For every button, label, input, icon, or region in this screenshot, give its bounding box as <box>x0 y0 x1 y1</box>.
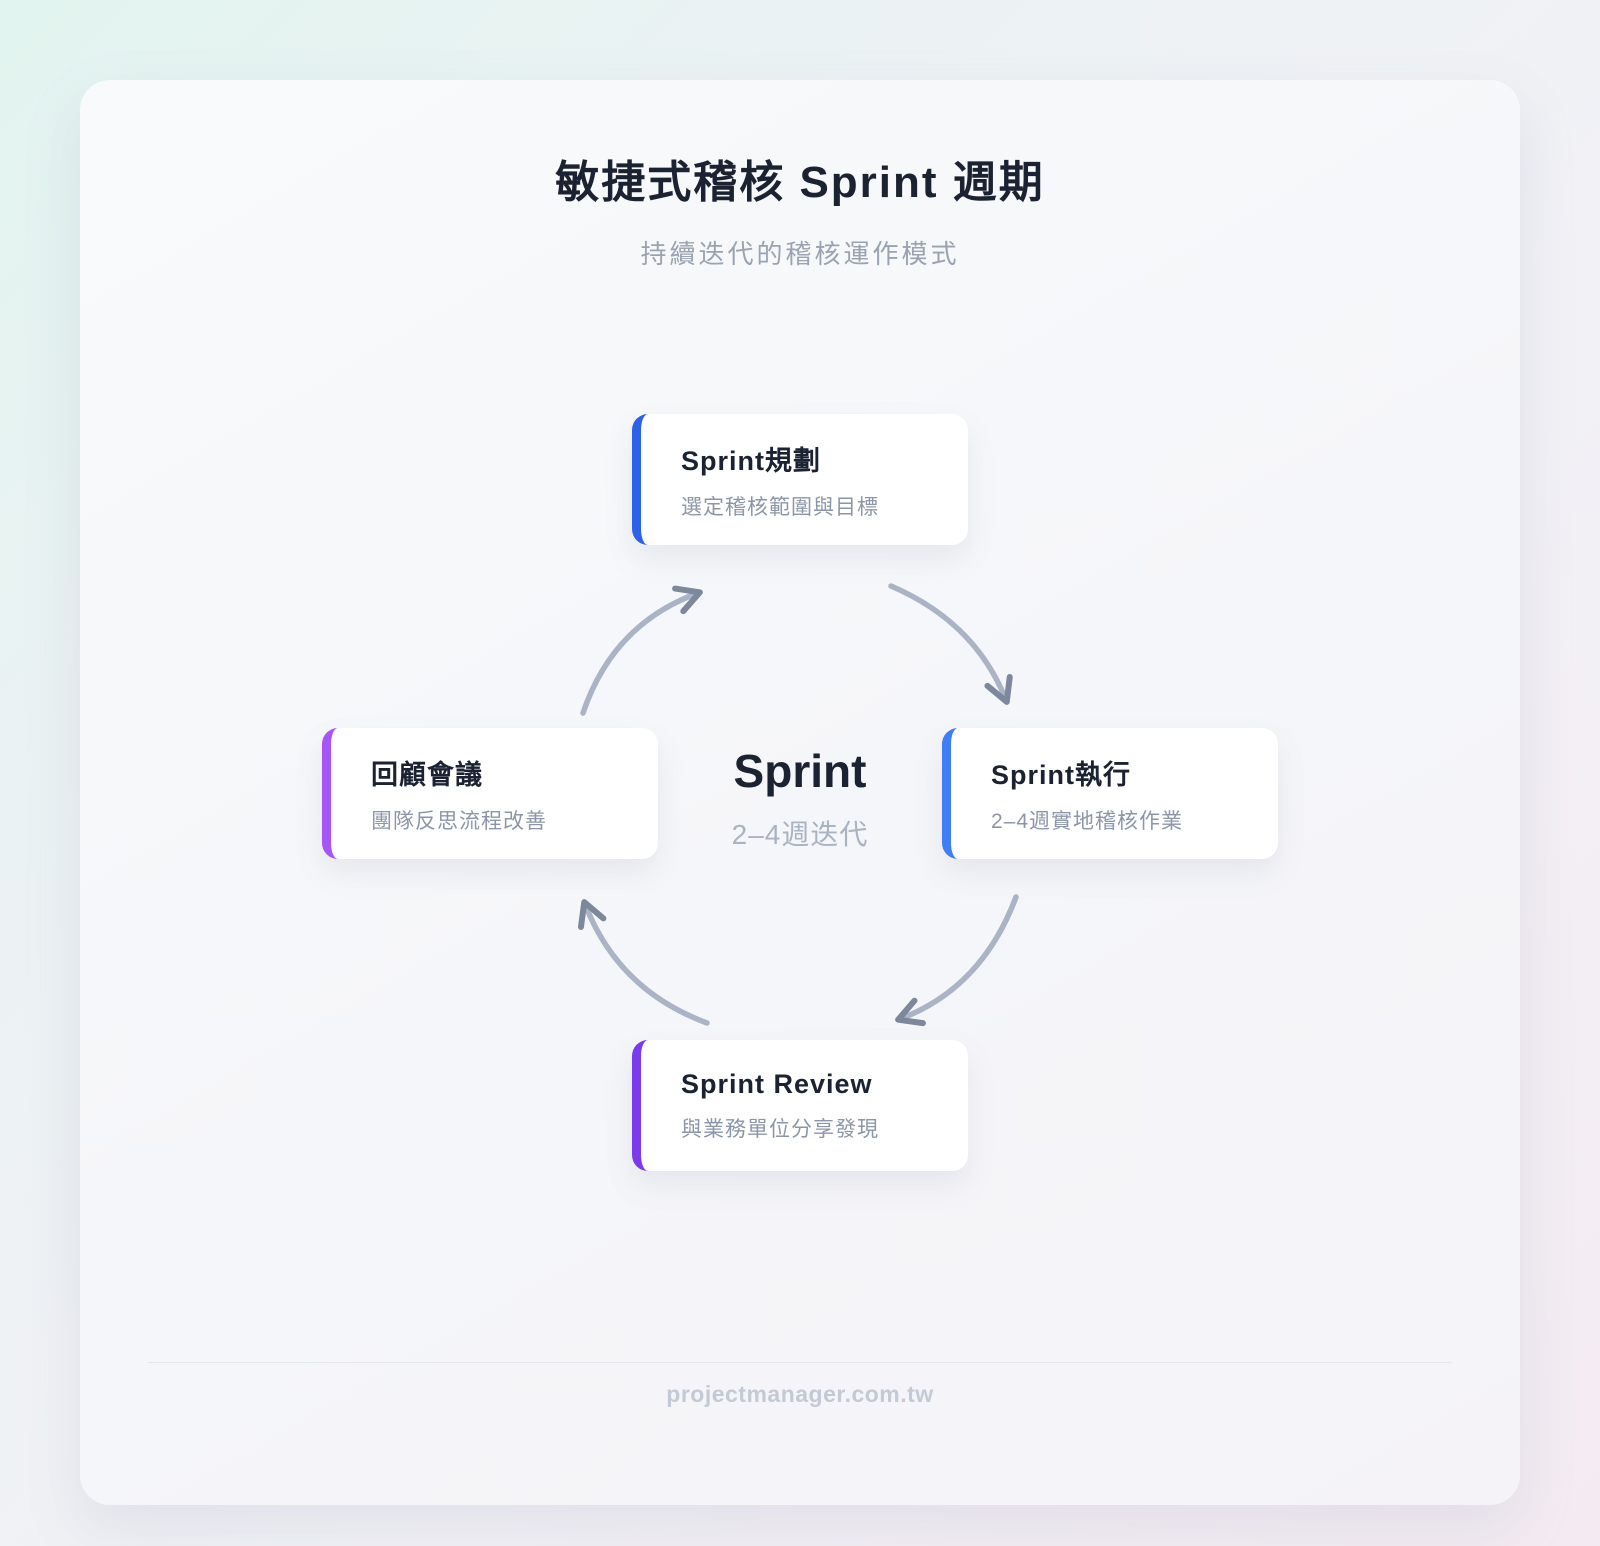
step-card-retrospective: 回顧會議 團隊反思流程改善 <box>322 728 658 859</box>
step-title: Sprint執行 <box>991 759 1131 790</box>
step-description: 2–4週實地稽核作業 <box>991 809 1184 833</box>
footer-divider <box>148 1362 1452 1363</box>
step-card-sprint-execution: Sprint執行 2–4週實地稽核作業 <box>942 728 1278 859</box>
step-description: 選定稽核範圍與目標 <box>681 495 879 519</box>
page-title: 敏捷式稽核 Sprint 週期 <box>555 158 1045 207</box>
step-title: Sprint規劃 <box>681 445 821 476</box>
step-card-sprint-review: Sprint Review 與業務單位分享發現 <box>632 1040 968 1171</box>
page-subtitle: 持續迭代的稽核運作模式 <box>640 239 960 269</box>
header: 敏捷式稽核 Sprint 週期 持續迭代的稽核運作模式 <box>0 146 1600 271</box>
step-title: Sprint Review <box>681 1068 873 1099</box>
step-description: 團隊反思流程改善 <box>371 809 547 833</box>
cycle-center-label: Sprint 2–4週迭代 <box>632 744 968 853</box>
cycle-center-title: Sprint <box>733 745 867 797</box>
main-panel <box>80 80 1520 1505</box>
step-title: 回顧會議 <box>371 759 483 790</box>
cycle-center-subtitle: 2–4週迭代 <box>731 819 869 850</box>
step-card-sprint-planning: Sprint規劃 選定稽核範圍與目標 <box>632 414 968 545</box>
footer-watermark: projectmanager.com.tw <box>666 1381 934 1407</box>
step-description: 與業務單位分享發現 <box>681 1117 879 1141</box>
